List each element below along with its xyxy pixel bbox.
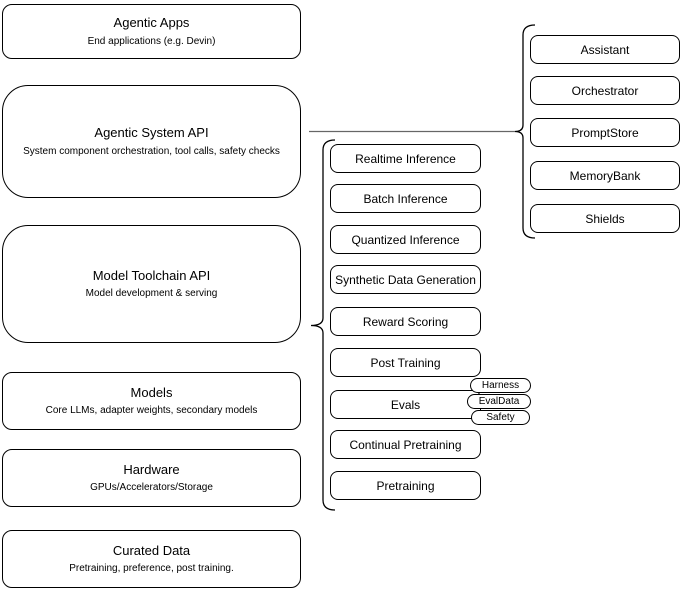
node-label: Quantized Inference (351, 232, 460, 247)
node-title: Hardware (123, 461, 180, 477)
pill-label: Safety (486, 412, 515, 423)
node-hardware: Hardware GPUs/Accelerators/Storage (2, 449, 301, 507)
node-label: Orchestrator (571, 83, 639, 98)
eval-tag-evaldata: EvalData (467, 394, 531, 409)
pill-label: EvalData (478, 396, 520, 407)
node-realtime-inference: Realtime Inference (330, 144, 481, 173)
node-label: PromptStore (571, 125, 639, 140)
node-label: Assistant (580, 42, 630, 57)
node-memorybank: MemoryBank (530, 161, 680, 190)
node-label: Pretraining (376, 478, 435, 493)
node-label: Realtime Inference (355, 151, 456, 166)
node-synthetic-data-generation: Synthetic Data Generation (330, 265, 481, 294)
node-title: Models (130, 384, 173, 400)
node-orchestrator: Orchestrator (530, 76, 680, 105)
node-assistant: Assistant (530, 35, 680, 64)
eval-tag-harness: Harness (470, 378, 531, 393)
node-pretraining: Pretraining (330, 471, 481, 500)
node-promptstore: PromptStore (530, 118, 680, 147)
node-models: Models Core LLMs, adapter weights, secon… (2, 372, 301, 430)
node-label: Evals (390, 397, 421, 412)
node-label: Shields (585, 211, 625, 226)
node-batch-inference: Batch Inference (330, 184, 481, 213)
node-post-training: Post Training (330, 348, 481, 377)
node-agentic-apps: Agentic Apps End applications (e.g. Devi… (2, 4, 301, 59)
node-subtitle: System component orchestration, tool cal… (23, 145, 280, 157)
node-title: Agentic System API (94, 125, 209, 141)
node-reward-scoring: Reward Scoring (330, 307, 481, 336)
pill-label: Harness (481, 380, 520, 391)
node-subtitle: End applications (e.g. Devin) (87, 35, 216, 47)
node-curated-data: Curated Data Pretraining, preference, po… (2, 530, 301, 588)
node-title: Agentic Apps (113, 15, 190, 31)
node-agentic-system-api: Agentic System API System component orch… (2, 85, 301, 198)
node-label: Continual Pretraining (349, 437, 462, 452)
node-label: Post Training (370, 355, 441, 370)
node-continual-pretraining: Continual Pretraining (330, 430, 481, 459)
node-title: Model Toolchain API (92, 267, 211, 283)
node-label: Batch Inference (363, 191, 448, 206)
eval-tag-safety: Safety (471, 410, 530, 425)
node-subtitle: Model development & serving (85, 288, 218, 300)
node-model-toolchain-api: Model Toolchain API Model development & … (2, 225, 301, 343)
node-subtitle: Core LLMs, adapter weights, secondary mo… (45, 405, 258, 417)
node-label: MemoryBank (569, 168, 641, 183)
node-label: Synthetic Data Generation (335, 272, 476, 287)
node-subtitle: GPUs/Accelerators/Storage (90, 482, 213, 494)
toolchain-group-brace (310, 139, 336, 511)
node-evals: Evals (330, 390, 481, 419)
node-subtitle: Pretraining, preference, post training. (69, 563, 234, 575)
node-quantized-inference: Quantized Inference (330, 225, 481, 254)
node-label: Reward Scoring (362, 314, 449, 329)
node-title: Curated Data (112, 542, 191, 558)
node-shields: Shields (530, 204, 680, 233)
